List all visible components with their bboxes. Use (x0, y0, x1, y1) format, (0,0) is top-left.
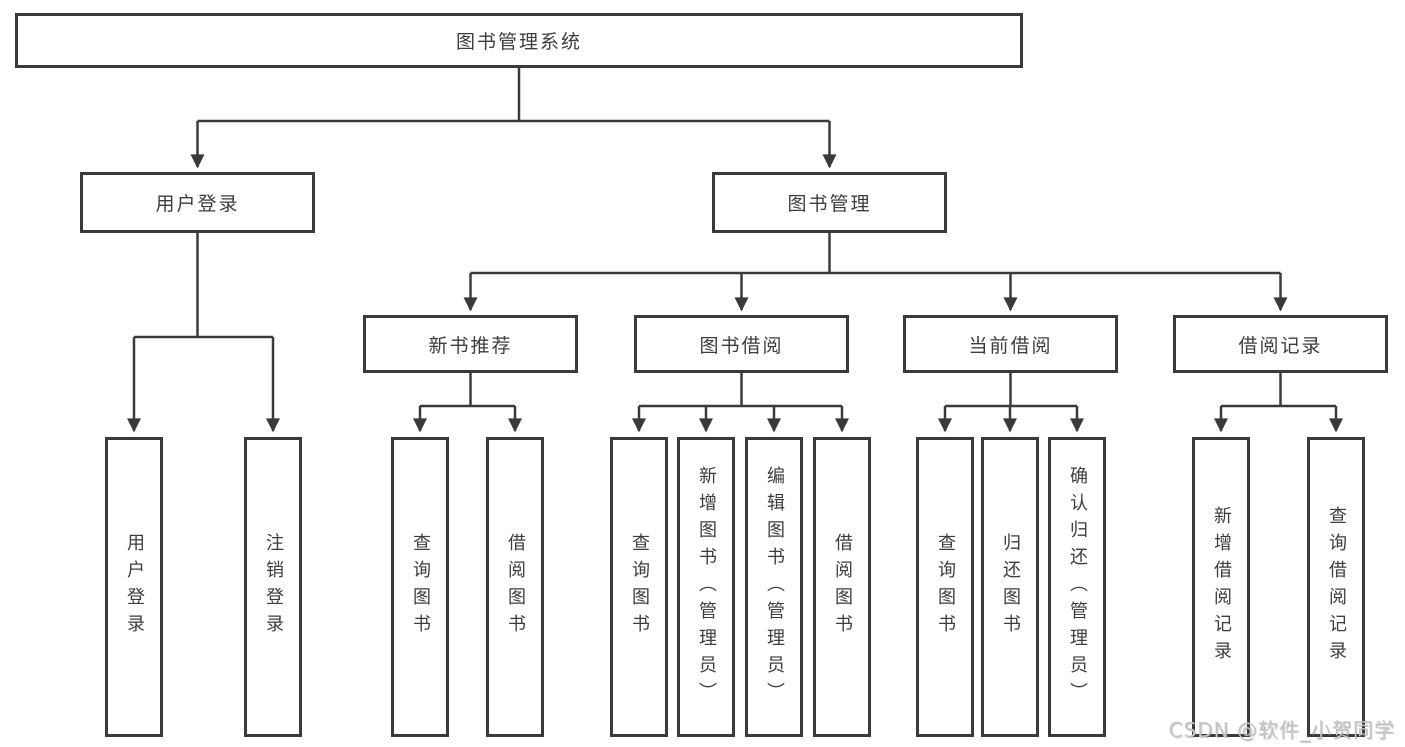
node-current-borrow: 当前借阅 (903, 315, 1118, 373)
leaf-recommend-borrow-books: 借阅图书 (486, 437, 544, 737)
leaf-current-confirm-return-admin-label: 确认归还（管理员） (1067, 465, 1088, 709)
leaf-borrow-borrow-books: 借阅图书 (813, 437, 871, 737)
node-root: 图书管理系统 (15, 13, 1023, 68)
leaf-borrow-edit-books-admin: 编辑图书（管理员） (745, 437, 803, 737)
csdn-watermark: CSDN @软件_小贺同学 (1168, 718, 1395, 742)
leaf-borrow-borrow-books-label: 借阅图书 (832, 533, 853, 641)
leaf-user-login-label: 用户登录 (124, 533, 145, 641)
leaf-current-return-books-label: 归还图书 (1000, 533, 1021, 641)
leaf-recommend-borrow-books-label: 借阅图书 (505, 533, 526, 641)
leaf-logout-label: 注销登录 (263, 533, 284, 641)
leaf-records-add-record-label: 新增借阅记录 (1211, 506, 1232, 668)
node-book-borrow: 图书借阅 (634, 315, 849, 373)
leaf-records-add-record: 新增借阅记录 (1192, 437, 1250, 737)
leaf-borrow-query-books-label: 查询图书 (629, 533, 650, 641)
node-book-management: 图书管理 (712, 172, 947, 233)
leaf-records-query-record: 查询借阅记录 (1307, 437, 1365, 737)
leaf-current-return-books: 归还图书 (981, 437, 1039, 737)
leaf-current-query-books-label: 查询图书 (935, 533, 956, 641)
leaf-current-confirm-return-admin: 确认归还（管理员） (1048, 437, 1106, 737)
node-user-login: 用户登录 (80, 172, 315, 233)
leaf-borrow-query-books: 查询图书 (610, 437, 668, 737)
leaf-borrow-add-books-admin: 新增图书（管理员） (677, 437, 735, 737)
leaf-recommend-query-books-label: 查询图书 (410, 533, 431, 641)
leaf-borrow-edit-books-admin-label: 编辑图书（管理员） (764, 465, 785, 709)
leaf-recommend-query-books: 查询图书 (391, 437, 449, 737)
leaf-logout: 注销登录 (244, 437, 302, 737)
node-new-book-recommend: 新书推荐 (363, 315, 578, 373)
node-borrow-records: 借阅记录 (1173, 315, 1388, 373)
leaf-current-query-books: 查询图书 (916, 437, 974, 737)
leaf-records-query-record-label: 查询借阅记录 (1326, 506, 1347, 668)
leaf-user-login: 用户登录 (105, 437, 163, 737)
leaf-borrow-add-books-admin-label: 新增图书（管理员） (696, 465, 717, 709)
